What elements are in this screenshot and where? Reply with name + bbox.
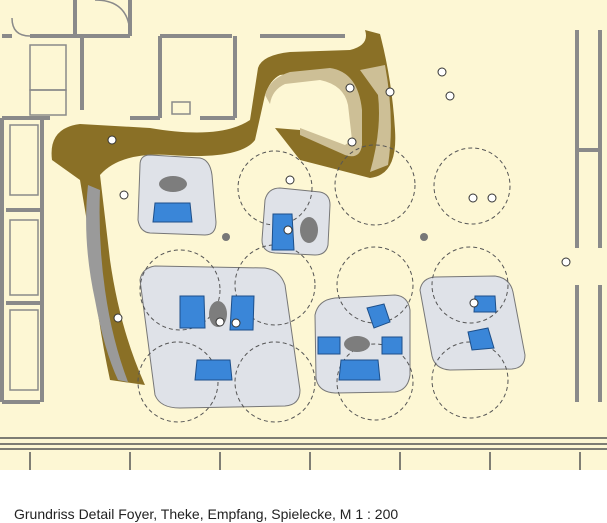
coffee-table (159, 176, 187, 192)
room-fixtures (9, 0, 191, 391)
person-figure (445, 91, 455, 101)
armchair (366, 303, 391, 329)
column (222, 233, 230, 241)
person-figure (283, 225, 293, 235)
floor-plan (0, 0, 607, 470)
armchair (338, 359, 381, 381)
person-figure (113, 313, 123, 323)
plan-caption: Grundriss Detail Foyer, Theke, Empfang, … (14, 506, 399, 522)
armchair (152, 202, 193, 223)
zone-top-left (137, 154, 217, 236)
glass-facade (0, 437, 607, 470)
armchair (179, 295, 206, 329)
column (420, 233, 428, 241)
armchair (381, 336, 403, 355)
coffee-table (300, 217, 318, 243)
person-figure (469, 298, 479, 308)
person-figure (119, 190, 129, 200)
armchair (317, 336, 341, 355)
coffee-table (344, 336, 370, 352)
person-figure (285, 175, 295, 185)
columns (222, 233, 428, 241)
walls (0, 0, 602, 404)
person-figure (561, 257, 571, 267)
person-figure (385, 87, 395, 97)
person-figure (215, 317, 225, 327)
person-figure (231, 318, 241, 328)
person-figure (468, 193, 478, 203)
armchair (194, 359, 233, 381)
armchair (271, 213, 295, 251)
person-figure (345, 83, 355, 93)
person-figure (437, 67, 447, 77)
person-figure (107, 135, 117, 145)
person-figure (487, 193, 497, 203)
counter-theke (51, 30, 396, 385)
person-figure (347, 137, 357, 147)
armchair (467, 327, 495, 351)
people (107, 67, 571, 328)
